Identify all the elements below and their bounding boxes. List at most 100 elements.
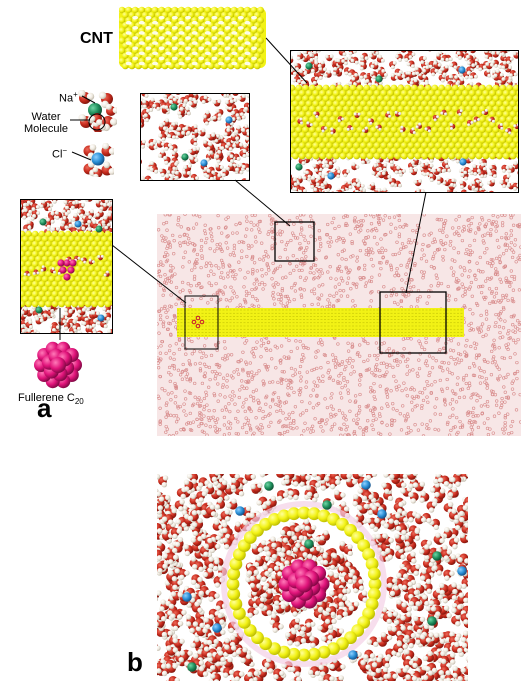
- hydrogen-atom: [389, 160, 394, 165]
- carbon-atom: [438, 126, 445, 134]
- water-molecule-dot: [301, 411, 305, 415]
- carbon-atom: [88, 265, 95, 273]
- water-molecule-dot: [321, 374, 325, 378]
- hydrogen-atom: [35, 205, 40, 209]
- carbon-atom: [492, 84, 500, 92]
- hydrogen-atom: [64, 211, 69, 216]
- water-molecule: [72, 323, 81, 331]
- hydrogen-atom: [451, 178, 456, 183]
- water-molecule: [164, 174, 173, 180]
- hydrogen-atom: [31, 207, 36, 212]
- hydrogen-atom: [422, 74, 427, 79]
- water-molecule-dot: [211, 415, 215, 419]
- water-molecule-dot: [267, 424, 271, 428]
- carbon-atom: [455, 152, 462, 160]
- carbon-atom: [417, 136, 425, 144]
- water-molecule: [315, 180, 325, 188]
- fullerene-label-text: Fullerene C: [18, 392, 75, 404]
- hydrogen-atom: [367, 118, 371, 122]
- tube-hexagon-hole: [158, 26, 165, 30]
- water-molecule-dot: [270, 227, 274, 231]
- tube-hexagon-hole: [244, 41, 251, 45]
- water-molecule: [359, 61, 367, 71]
- hydrogen-atom: [201, 128, 206, 133]
- water-molecule-dot: [203, 375, 207, 379]
- hydrogen-atom: [195, 176, 199, 180]
- hydrogen-atom: [369, 121, 373, 125]
- carbon-atom: [499, 116, 507, 123]
- hydrogen-atom: [141, 176, 145, 180]
- carbon-atom: [211, 6, 218, 14]
- hydrogen-atom: [97, 255, 101, 258]
- carbon-atom: [119, 27, 126, 34]
- water-molecule-dot: [253, 235, 258, 239]
- hydrogen-atom: [168, 99, 173, 104]
- hydrogen-atom: [177, 99, 182, 104]
- hydrogen-atom: [187, 163, 192, 168]
- water-molecule-dot: [417, 366, 422, 371]
- carbon-atom: [21, 260, 26, 268]
- hydrogen-atom: [409, 169, 414, 174]
- hydrogen-atom: [62, 319, 67, 324]
- hydrogen-atom: [164, 160, 169, 165]
- carbon-atom: [448, 110, 456, 118]
- water-molecule-dot: [483, 251, 487, 255]
- water-molecule: [499, 51, 507, 56]
- carbon-atom: [51, 300, 59, 308]
- hydrogen-atom: [48, 333, 52, 334]
- hydrogen-atom: [502, 184, 507, 189]
- carbon-atom: [343, 105, 350, 113]
- water-molecule-dot: [380, 246, 384, 250]
- carbon-atom: [101, 265, 108, 273]
- carbon-atom: [81, 275, 88, 283]
- water-molecule: [183, 95, 193, 103]
- hydrogen-atom: [312, 51, 317, 55]
- carbon-atom: [387, 131, 394, 139]
- hydrogen-atom: [110, 305, 112, 310]
- water-molecule: [32, 269, 40, 275]
- tube-hexagon-hole: [138, 61, 145, 66]
- carbon-atom: [71, 280, 79, 288]
- water-molecule-dot: [468, 243, 472, 248]
- hydrogen-atom: [398, 112, 402, 116]
- carbon-atom: [81, 285, 88, 293]
- carbon-atom: [343, 95, 350, 102]
- hydrogen-atom: [237, 96, 242, 101]
- hydrogen-atom: [488, 56, 493, 61]
- water-molecule: [89, 318, 97, 328]
- carbon-atom: [94, 275, 102, 283]
- oxygen-atom: [141, 159, 142, 165]
- hydrogen-atom: [51, 227, 55, 232]
- water-molecule-dot: [319, 241, 323, 246]
- hydrogen-atom: [471, 185, 476, 190]
- hydrogen-atom: [206, 168, 211, 173]
- hydrogen-atom: [445, 164, 450, 169]
- hydrogen-atom: [310, 184, 315, 189]
- water-molecule: [21, 324, 26, 333]
- hydrogen-atom: [476, 168, 481, 173]
- hydrogen-atom: [208, 142, 213, 146]
- carbon-atom: [119, 16, 126, 24]
- water-molecule: [91, 310, 100, 318]
- hydrogen-atom: [99, 206, 104, 211]
- carbon-atom: [104, 240, 112, 248]
- carbon-atom: [91, 290, 98, 298]
- hydrogen-atom: [321, 129, 325, 133]
- carbon-atom: [417, 84, 425, 92]
- carbon-atom: [145, 6, 152, 14]
- tube-hexagon-hole: [165, 51, 172, 56]
- water-molecule: [21, 332, 23, 333]
- hydrogen-atom: [243, 143, 248, 148]
- water-label-line1: Water: [31, 111, 61, 123]
- water-molecule: [215, 163, 224, 172]
- water-molecule-dot: [222, 433, 227, 436]
- carbon-atom: [356, 95, 364, 102]
- carbon-atom: [363, 136, 371, 144]
- hydrogen-atom: [375, 125, 379, 129]
- water-molecule: [84, 200, 93, 202]
- hydrogen-atom: [418, 179, 423, 183]
- water-molecule-dot: [491, 261, 495, 265]
- hydrogen-atom: [394, 110, 398, 114]
- water-molecule-dot: [345, 359, 349, 363]
- carbon-atom: [119, 47, 126, 54]
